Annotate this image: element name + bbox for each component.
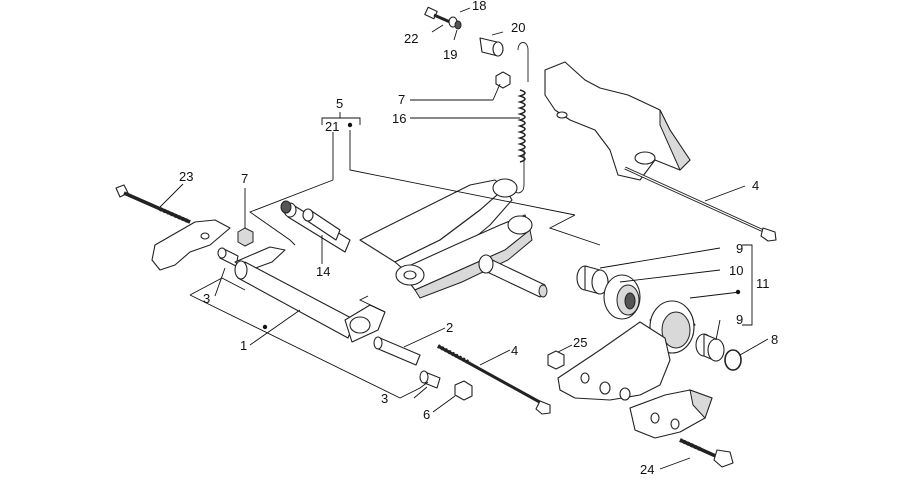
nut-25: [547, 350, 565, 370]
spacer-3-upper: [217, 247, 239, 267]
main-tube: [234, 246, 386, 343]
lower-bracket-plate: [557, 321, 713, 439]
swing-link-frame: [283, 178, 548, 299]
callout-2: 2: [446, 320, 453, 335]
callout-7-top: 7: [398, 92, 405, 107]
circlip: [724, 349, 742, 371]
callout-5: 5: [336, 96, 343, 111]
callout-16: 16: [392, 111, 406, 126]
bolt-24: [679, 438, 734, 468]
spacer-3-lower: [419, 370, 441, 389]
nut-6: [454, 380, 473, 401]
callout-8: 8: [771, 332, 778, 347]
ref-dot-21: [347, 122, 353, 128]
callout-22: 22: [404, 31, 418, 46]
ref-dot-11: [735, 289, 741, 295]
group-frame-3-1: [189, 277, 429, 399]
bushing-lower: [695, 333, 725, 362]
group-bracket-11: [742, 244, 753, 326]
long-bolt-upper: [624, 166, 777, 242]
callout-9-upper: 9: [736, 241, 743, 256]
small-bolt-assembly: [424, 6, 504, 57]
callout-3-upper: 3: [203, 291, 210, 306]
callout-19: 19: [443, 47, 457, 62]
left-bracket-plate: [151, 219, 231, 271]
group-frame-5: [249, 112, 601, 246]
bearing-assembly: [576, 265, 641, 320]
callout-20: 20: [511, 20, 525, 35]
nut-top: [495, 71, 511, 89]
nut-left: [237, 227, 254, 247]
callout-21: 21: [325, 119, 339, 134]
callout-11: 11: [756, 276, 770, 291]
long-bolt-23: [115, 184, 191, 224]
ref-dot-1: [262, 324, 268, 330]
callout-18: 18: [472, 0, 486, 13]
callout-10: 10: [729, 263, 743, 278]
callout-24: 24: [640, 462, 654, 477]
callout-25: 25: [573, 335, 587, 350]
long-bolt-lower: [437, 344, 551, 415]
mount-bracket: [544, 61, 691, 181]
callout-7-left: 7: [241, 171, 248, 186]
callout-4-lower: 4: [511, 343, 518, 358]
callout-4-upper: 4: [752, 178, 759, 193]
pin-2: [373, 336, 421, 366]
leader-lines: [159, 7, 769, 470]
callout-1: 1: [240, 338, 247, 353]
bushings-pair: [280, 200, 341, 241]
callout-9-lower: 9: [736, 312, 743, 327]
callout-6: 6: [423, 407, 430, 422]
callout-14: 14: [316, 264, 330, 279]
callout-3-lower: 3: [381, 391, 388, 406]
callout-23: 23: [179, 169, 193, 184]
